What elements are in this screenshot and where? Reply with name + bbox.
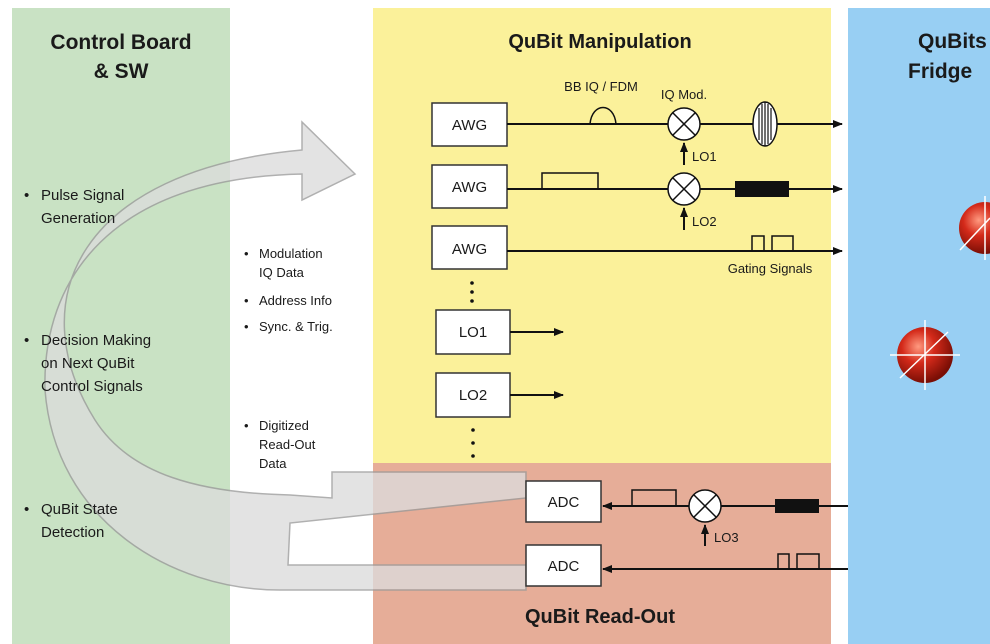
modulated-pulse-icon xyxy=(752,101,778,147)
awg-label-1: AWG xyxy=(452,117,487,134)
lo1-box xyxy=(435,309,511,355)
rect-pulse-icon xyxy=(541,172,599,189)
control-bullet-1-line-1: Pulse Signal xyxy=(41,187,124,204)
adc-chain-2: ADC xyxy=(525,544,848,587)
middle-bullet-4-line-1: Digitized xyxy=(259,418,309,433)
control-bullets: • Pulse Signal Generation • Decision Mak… xyxy=(24,187,151,541)
readout-burst-icon xyxy=(775,499,819,513)
manipulation-title: QuBit Manipulation xyxy=(508,31,691,53)
awg-label-3: AWG xyxy=(452,241,487,258)
middle-bullet-3: Sync. & Trig. xyxy=(259,319,333,334)
middle-bullet-4-line-3: Data xyxy=(259,456,287,471)
awg-box-1 xyxy=(431,102,508,147)
mixer-icon xyxy=(667,107,701,141)
awg-chain-3: AWG Gating Signals xyxy=(431,225,843,276)
adc-box-2 xyxy=(525,544,602,587)
middle-bullet-2: Address Info xyxy=(259,293,332,308)
bullet-dot: • xyxy=(24,501,29,518)
gating-signals-label: Gating Signals xyxy=(728,261,813,276)
ellipsis-dots xyxy=(470,281,474,303)
control-board-title: Control Board xyxy=(50,31,191,54)
awg-box-2 xyxy=(431,164,508,209)
adc-chain-1: ADC LO3 xyxy=(525,480,848,546)
bb-iq-label: BB IQ / FDM xyxy=(564,79,638,94)
qubit-sphere-icon xyxy=(890,320,960,390)
lo1-box-label: LO1 xyxy=(459,324,487,341)
control-board-subtitle: & SW xyxy=(94,60,149,83)
control-bullet-3-line-2: Detection xyxy=(41,524,104,541)
iq-mod-label: IQ Mod. xyxy=(661,87,707,102)
ellipsis-dots xyxy=(471,428,475,458)
bullet-dot: • xyxy=(244,293,249,308)
lo1-mixer-label: LO1 xyxy=(692,149,717,164)
awg-chain-1: AWG BB IQ / FDM IQ Mod. LO1 xyxy=(431,79,843,165)
lo2-mixer-label: LO2 xyxy=(692,214,717,229)
qubit-sphere-icon xyxy=(959,196,990,260)
middle-bullets: • Modulation IQ Data • Address Info • Sy… xyxy=(244,246,333,471)
adc-label-1: ADC xyxy=(548,494,580,511)
awg-label-2: AWG xyxy=(452,179,487,196)
bullet-dot: • xyxy=(244,418,249,433)
control-bullet-1-line-2: Generation xyxy=(41,210,115,227)
modulated-burst-icon xyxy=(735,181,789,197)
lo2-box-label: LO2 xyxy=(459,387,487,404)
fridge-subtitle: Fridge xyxy=(908,60,972,83)
control-bullet-2-line-2: on Next QuBit xyxy=(41,355,135,372)
readout-title: QuBit Read-Out xyxy=(525,606,675,628)
adc-label-2: ADC xyxy=(548,558,580,575)
fridge-title: QuBits xyxy=(918,30,987,53)
mixer-icon xyxy=(688,489,722,523)
bb-pulse-icon xyxy=(589,106,617,125)
lo2-source: LO2 xyxy=(435,372,564,418)
middle-bullet-1-line-2: IQ Data xyxy=(259,265,305,280)
fridge-panel xyxy=(848,8,990,644)
awg-chain-2: AWG LO2 xyxy=(431,164,843,230)
control-bullet-2-line-3: Control Signals xyxy=(41,378,143,395)
middle-bullet-4-line-2: Read-Out xyxy=(259,437,316,452)
gating-pulses-icon xyxy=(777,553,820,569)
lo1-source: LO1 xyxy=(435,309,564,355)
bullet-dot: • xyxy=(244,246,249,261)
adc-box-1 xyxy=(525,480,602,523)
bullet-dot: • xyxy=(244,319,249,334)
bullet-dot: • xyxy=(24,332,29,349)
lo3-label: LO3 xyxy=(714,530,739,545)
middle-bullet-1-line-1: Modulation xyxy=(259,246,323,261)
rect-pulse-icon xyxy=(631,489,677,506)
control-bullet-3-line-1: QuBit State xyxy=(41,501,118,518)
control-bullet-2-line-1: Decision Making xyxy=(41,332,151,349)
mixer-icon xyxy=(667,172,701,206)
awg-box-3 xyxy=(431,225,508,270)
gating-pulses-icon xyxy=(751,235,794,251)
bullet-dot: • xyxy=(24,187,29,204)
feedback-loop-arrow xyxy=(44,120,527,591)
